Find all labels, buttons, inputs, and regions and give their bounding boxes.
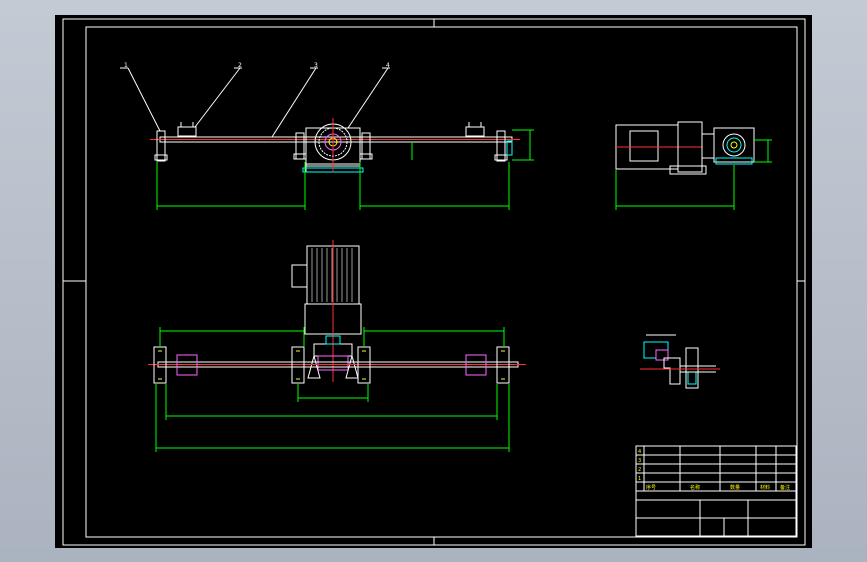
right-clamp <box>465 126 485 137</box>
bolt-marks <box>158 350 505 380</box>
top-view[interactable] <box>148 240 526 452</box>
top-dimensions <box>155 327 510 452</box>
balloon-3: 3 <box>314 62 318 69</box>
header-note: 备注 <box>780 484 790 491</box>
inner-border <box>85 26 798 538</box>
left-clamp <box>177 126 197 137</box>
drawing-sheet <box>55 15 812 548</box>
header-qty: 数量 <box>730 484 740 491</box>
clamp-block-right <box>465 354 487 376</box>
row-index-2: 2 <box>638 467 641 473</box>
leader-lines <box>120 67 390 138</box>
balloon-1: 1 <box>124 62 128 69</box>
bearing-block-2 <box>291 346 305 384</box>
detail-view[interactable] <box>640 334 720 389</box>
left-bearing <box>156 130 166 162</box>
balloon-4: 4 <box>386 62 390 69</box>
row-index-4: 4 <box>638 449 641 455</box>
title-block[interactable]: 4 3 2 1 序号 名称 数量 材料 备注 <box>635 445 797 537</box>
centering-marks <box>63 19 805 545</box>
motor-top <box>291 240 362 382</box>
side-dimensions <box>615 139 772 210</box>
side-view[interactable] <box>615 121 772 210</box>
row-index-3: 3 <box>638 458 641 464</box>
balloon-2: 2 <box>238 62 242 69</box>
bearing-block-4 <box>496 346 510 384</box>
header-index: 序号 <box>646 484 656 491</box>
gearbox-side <box>713 127 755 165</box>
header-name: 名称 <box>690 484 700 491</box>
right-bearing <box>496 130 506 162</box>
clamp-block-left <box>176 354 198 376</box>
header-material: 材料 <box>760 484 770 491</box>
gearbox-front <box>302 118 364 173</box>
front-view[interactable]: 1 2 3 4 <box>120 62 534 210</box>
front-dimensions <box>156 129 534 210</box>
row-index-1: 1 <box>638 476 641 482</box>
